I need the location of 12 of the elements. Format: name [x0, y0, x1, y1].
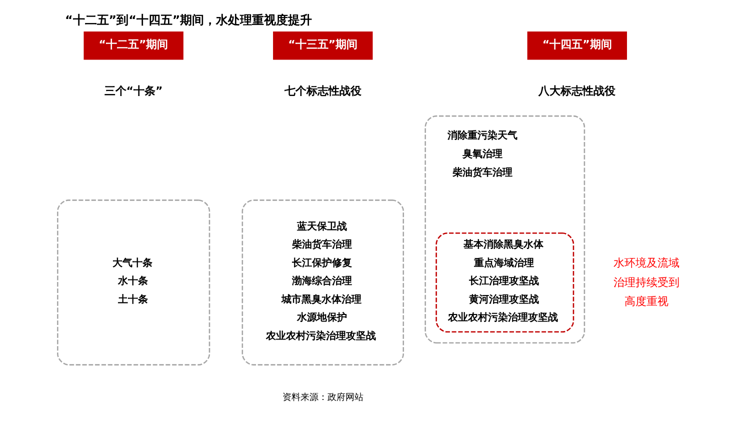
node-box: 基本消除黑臭水体 重点海域治理 长江治理攻坚战 黄河治理攻坚战 农业农村污染治理攻坚战 [435, 232, 574, 333]
label: 水环境及流域治理持续受到高度重视 [613, 256, 680, 308]
caption: 资料来源：政府网站 [282, 393, 364, 404]
diagram-title: “十二五”到“十四五”期间，水处理重视度提升 [64, 13, 312, 28]
label: 七个标志性战役 [284, 84, 361, 98]
label: 三个“十条” [104, 84, 162, 98]
node-box: 蓝天保卫战 柴油货车治理 长江保护修复 渤海综合治理 城市黑臭水体治理 水源地保护 农业农村污染治理攻坚战 [241, 200, 404, 366]
label: 八大标志性战役 [538, 84, 616, 98]
node-box: “十三五”期间 [272, 31, 372, 60]
node-box: “十四五”期间 [526, 31, 626, 60]
node-box: “十二五”期间 [83, 31, 183, 60]
node-box: 大气十条 水十条 土十条 [56, 200, 210, 366]
